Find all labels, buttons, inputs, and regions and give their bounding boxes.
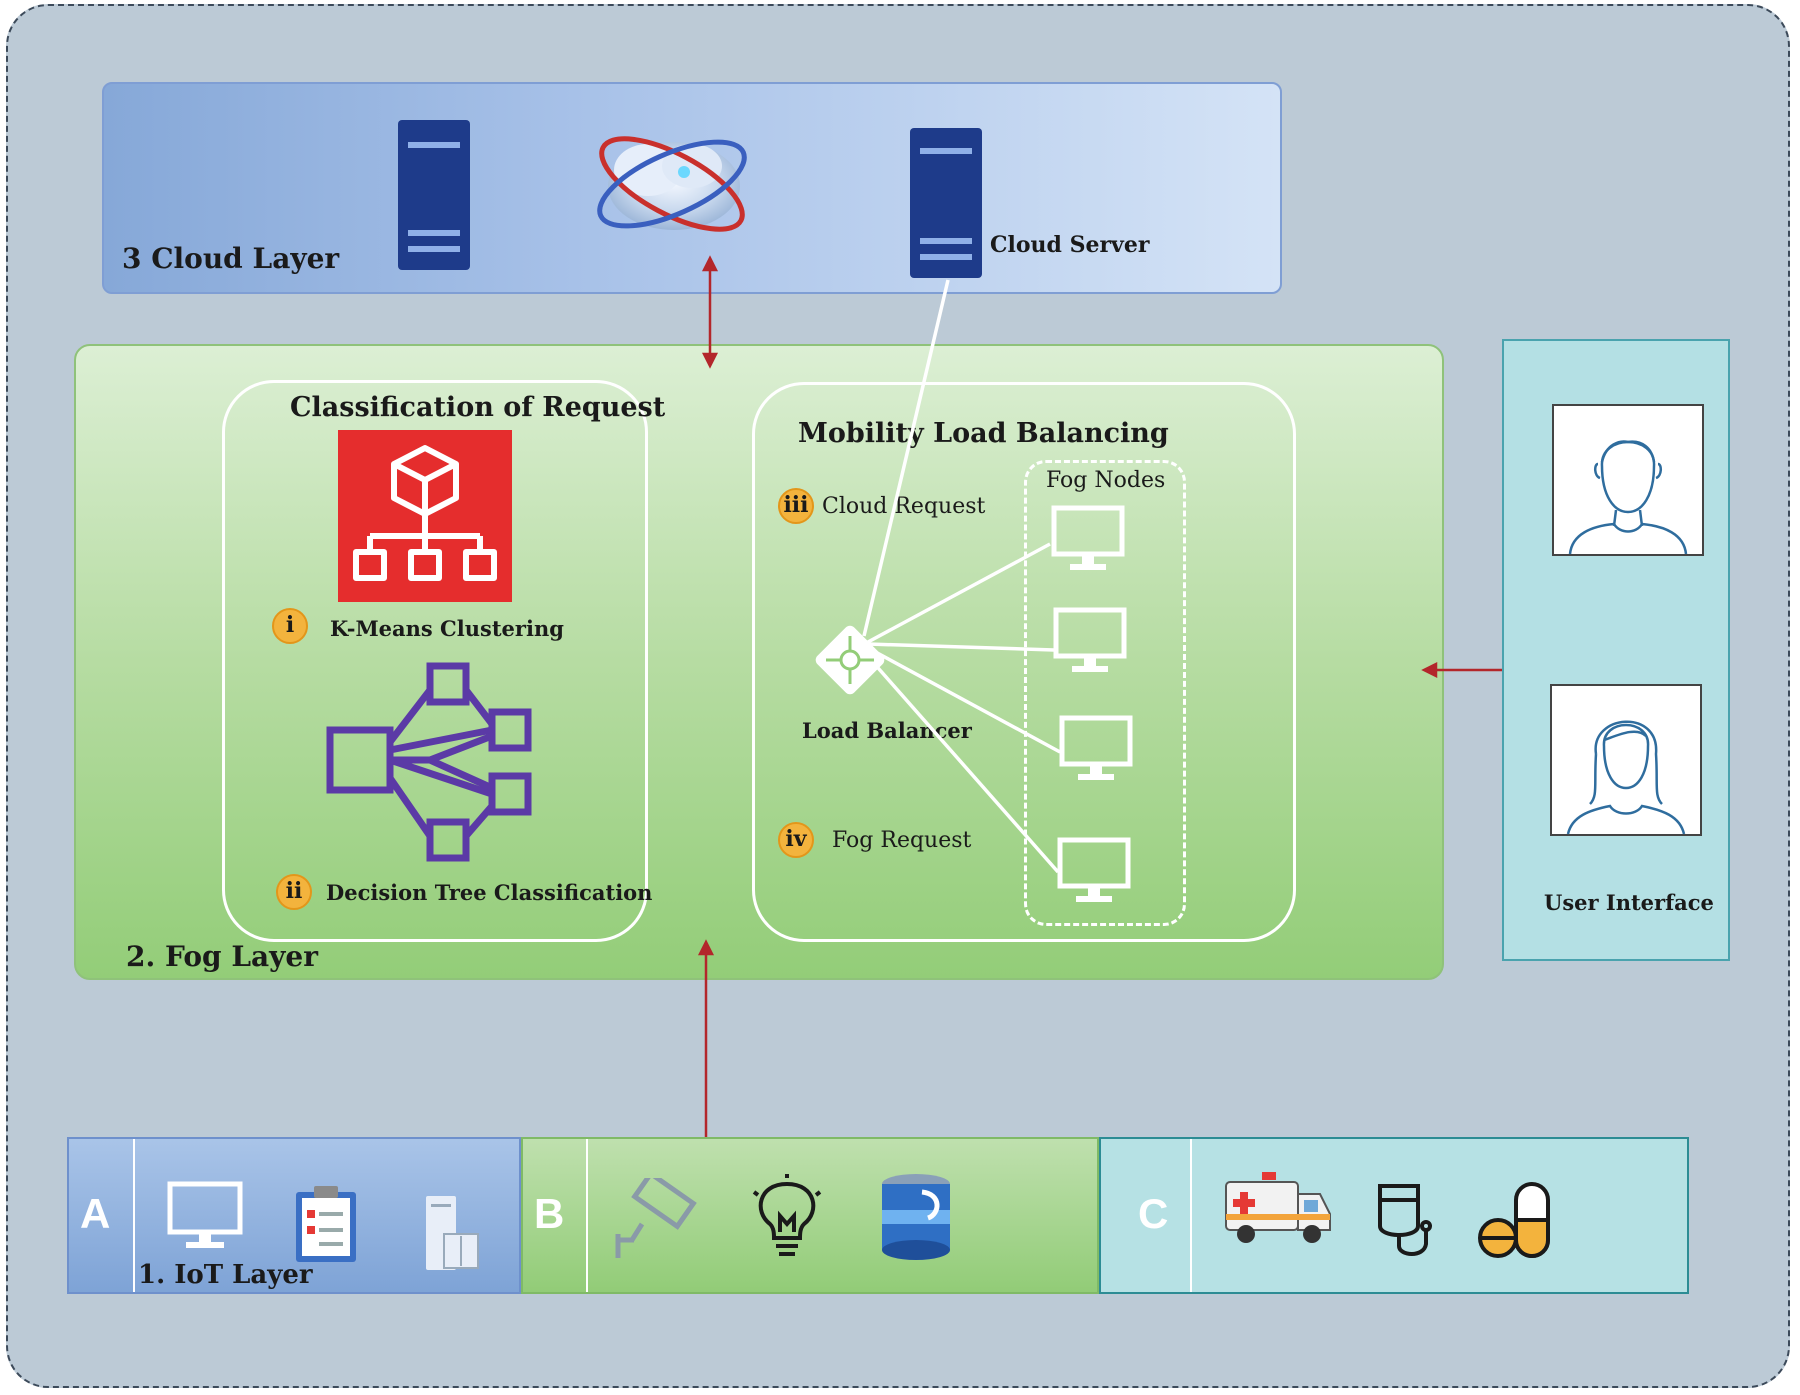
decision-tree-icon — [326, 662, 532, 862]
segment-divider — [1190, 1139, 1192, 1292]
cloud-layer-title: 3 Cloud Layer — [122, 242, 340, 275]
kmeans-clustering-icon — [338, 430, 512, 602]
female-user-icon — [1550, 684, 1702, 836]
kmeans-label: K-Means Clustering — [330, 616, 564, 641]
fog-nodes-label: Fog Nodes — [1046, 468, 1166, 493]
ambulance-icon — [1225, 1172, 1331, 1243]
cloud-to-balancer-line — [862, 279, 950, 637]
cloud-server-label: Cloud Server — [990, 232, 1150, 258]
fog-layer — [74, 344, 1444, 980]
classification-panel — [222, 380, 648, 942]
fog-layer-title: 2. Fog Layer — [126, 940, 318, 973]
fog-node-monitor-icon — [1059, 715, 1133, 780]
light-bulb-icon — [752, 1174, 822, 1256]
fog-node-monitor-icon — [1057, 837, 1131, 902]
load-balancing-title: Mobility Load Balancing — [798, 418, 1169, 449]
classification-title: Classification of Request — [290, 392, 666, 423]
cloud-server-icon — [910, 128, 982, 278]
decision-tree-label: Decision Tree Classification — [326, 880, 653, 905]
database-icon — [882, 1174, 950, 1260]
server-icon — [398, 120, 470, 270]
segment-letter-b: B — [534, 1190, 565, 1237]
balancer-to-node-4-line — [862, 650, 1060, 874]
balancer-to-node-3-line — [867, 646, 1061, 754]
server-book-icon — [426, 1196, 479, 1270]
cloud-request-label: Cloud Request — [822, 494, 986, 519]
segment-letter-c: C — [1138, 1190, 1169, 1237]
fog-node-monitor-icon — [1053, 607, 1127, 672]
step-badge-i: i — [272, 608, 308, 644]
balancer-to-node-1-line — [867, 542, 1051, 644]
male-user-icon — [1552, 404, 1704, 556]
clipboard-icon — [296, 1186, 356, 1262]
segment-letter-a: A — [80, 1190, 111, 1237]
step-badge-ii: ii — [276, 874, 312, 910]
balancer-to-node-2-line — [867, 642, 1055, 652]
iv-bag-icon — [1378, 1184, 1432, 1256]
load-balancer-icon — [815, 625, 885, 695]
iot-segment-b — [521, 1137, 1099, 1294]
pills-icon — [1478, 1182, 1550, 1259]
fog-node-monitor-icon — [1051, 505, 1125, 570]
monitor-icon — [167, 1181, 243, 1248]
segment-divider — [133, 1139, 135, 1292]
segment-divider — [586, 1139, 588, 1292]
iot-layer-title: 1. IoT Layer — [138, 1260, 313, 1290]
fog-request-label: Fog Request — [832, 828, 972, 853]
security-camera-icon — [615, 1178, 697, 1258]
load-balancer-label: Load Balancer — [802, 718, 972, 743]
load-balancing-panel — [752, 382, 1296, 942]
step-badge-iii: iii — [778, 488, 814, 524]
iot-segment-c — [1099, 1137, 1689, 1294]
step-badge-iv: iv — [778, 822, 814, 858]
fog-nodes-group — [1024, 460, 1186, 926]
cloud-globe-icon — [597, 136, 747, 232]
user-interface-label: User Interface — [1544, 890, 1714, 915]
